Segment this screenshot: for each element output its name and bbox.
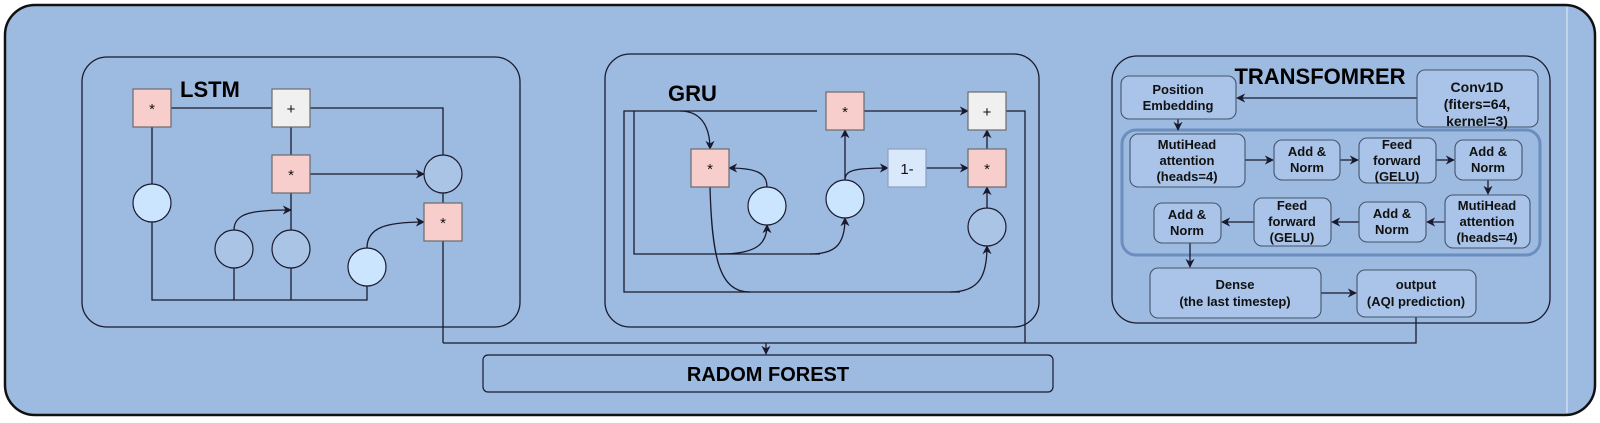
add-symbol: +	[983, 104, 992, 121]
add-norm-block-2	[1454, 139, 1523, 181]
conv1d-label: Conv1D	[1451, 79, 1504, 95]
multiply-symbol: *	[288, 167, 294, 184]
add-symbol: +	[287, 101, 296, 118]
hidden-add-gate	[967, 91, 1007, 131]
tanh-node	[967, 207, 1007, 247]
output-sigmoid-node	[347, 247, 387, 287]
svg-text:Add &Norm: Add &Norm	[1373, 206, 1411, 237]
input-multiply-gate	[271, 154, 311, 194]
reset-multiply-gate	[690, 148, 730, 188]
candidate-node	[271, 229, 311, 269]
forget-multiply-gate	[132, 88, 172, 128]
position-embedding-block	[1120, 75, 1237, 120]
random-forest-block	[482, 354, 1054, 393]
update-sigmoid-node	[825, 179, 865, 219]
candidate-multiply-gate	[967, 148, 1007, 188]
cell-add-gate	[271, 88, 311, 128]
random-forest-label: RADOM FOREST	[687, 364, 849, 386]
transformer-panel: TRANSFOMRER Conv1D(fiters=64,kernel=3) P…	[443, 55, 1551, 355]
gru-title: GRU	[668, 81, 717, 106]
lstm-panel: LSTM * + * *	[81, 56, 521, 343]
feed-forward-block-2	[1253, 197, 1332, 247]
transformer-title: TRANSFOMRER	[1234, 64, 1405, 89]
multiply-symbol: *	[707, 161, 713, 178]
forget-sigmoid-node	[132, 183, 172, 223]
lstm-title: LSTM	[180, 77, 240, 102]
encoder-group	[1120, 128, 1542, 257]
multiply-symbol: *	[440, 215, 446, 232]
multiply-symbol: *	[842, 104, 848, 121]
add-norm-block-3	[1358, 201, 1427, 243]
gru-frame	[604, 53, 1040, 328]
svg-text:Add &Norm: Add &Norm	[1168, 207, 1206, 238]
svg-text:Dense(the last timestep): Dense(the last timestep)	[1179, 277, 1290, 309]
add-norm-block-4	[1153, 202, 1222, 244]
gru-panel: GRU * + * 1- *	[604, 53, 1040, 343]
one-minus-symbol: 1-	[900, 161, 913, 178]
update-multiply-gate	[825, 91, 865, 131]
input-node	[214, 229, 254, 269]
multihead-attention-block-1	[1129, 133, 1246, 188]
svg-text:output(AQI prediction): output(AQI prediction)	[1367, 277, 1465, 309]
svg-text:Add &Norm: Add &Norm	[1469, 144, 1507, 175]
svg-text:Conv1D(fiters=64,kernel=3): Conv1D(fiters=64,kernel=3)	[1444, 79, 1511, 129]
reset-sigmoid-node	[747, 186, 787, 226]
add-norm-block-1	[1273, 139, 1341, 181]
one-minus-gate	[887, 148, 927, 188]
dense-block	[1149, 267, 1322, 319]
multiply-symbol: *	[149, 101, 155, 118]
output-block	[1356, 269, 1477, 318]
multihead-attention-block-2	[1444, 194, 1531, 249]
transformer-frame	[1111, 55, 1551, 324]
lstm-frame	[81, 56, 521, 328]
conv1d-block	[1416, 69, 1539, 128]
tanh-node	[423, 154, 463, 194]
multiply-symbol: *	[984, 161, 990, 178]
feed-forward-block-1	[1358, 137, 1437, 184]
output-multiply-gate	[423, 202, 463, 242]
svg-text:Add &Norm: Add &Norm	[1288, 144, 1326, 175]
